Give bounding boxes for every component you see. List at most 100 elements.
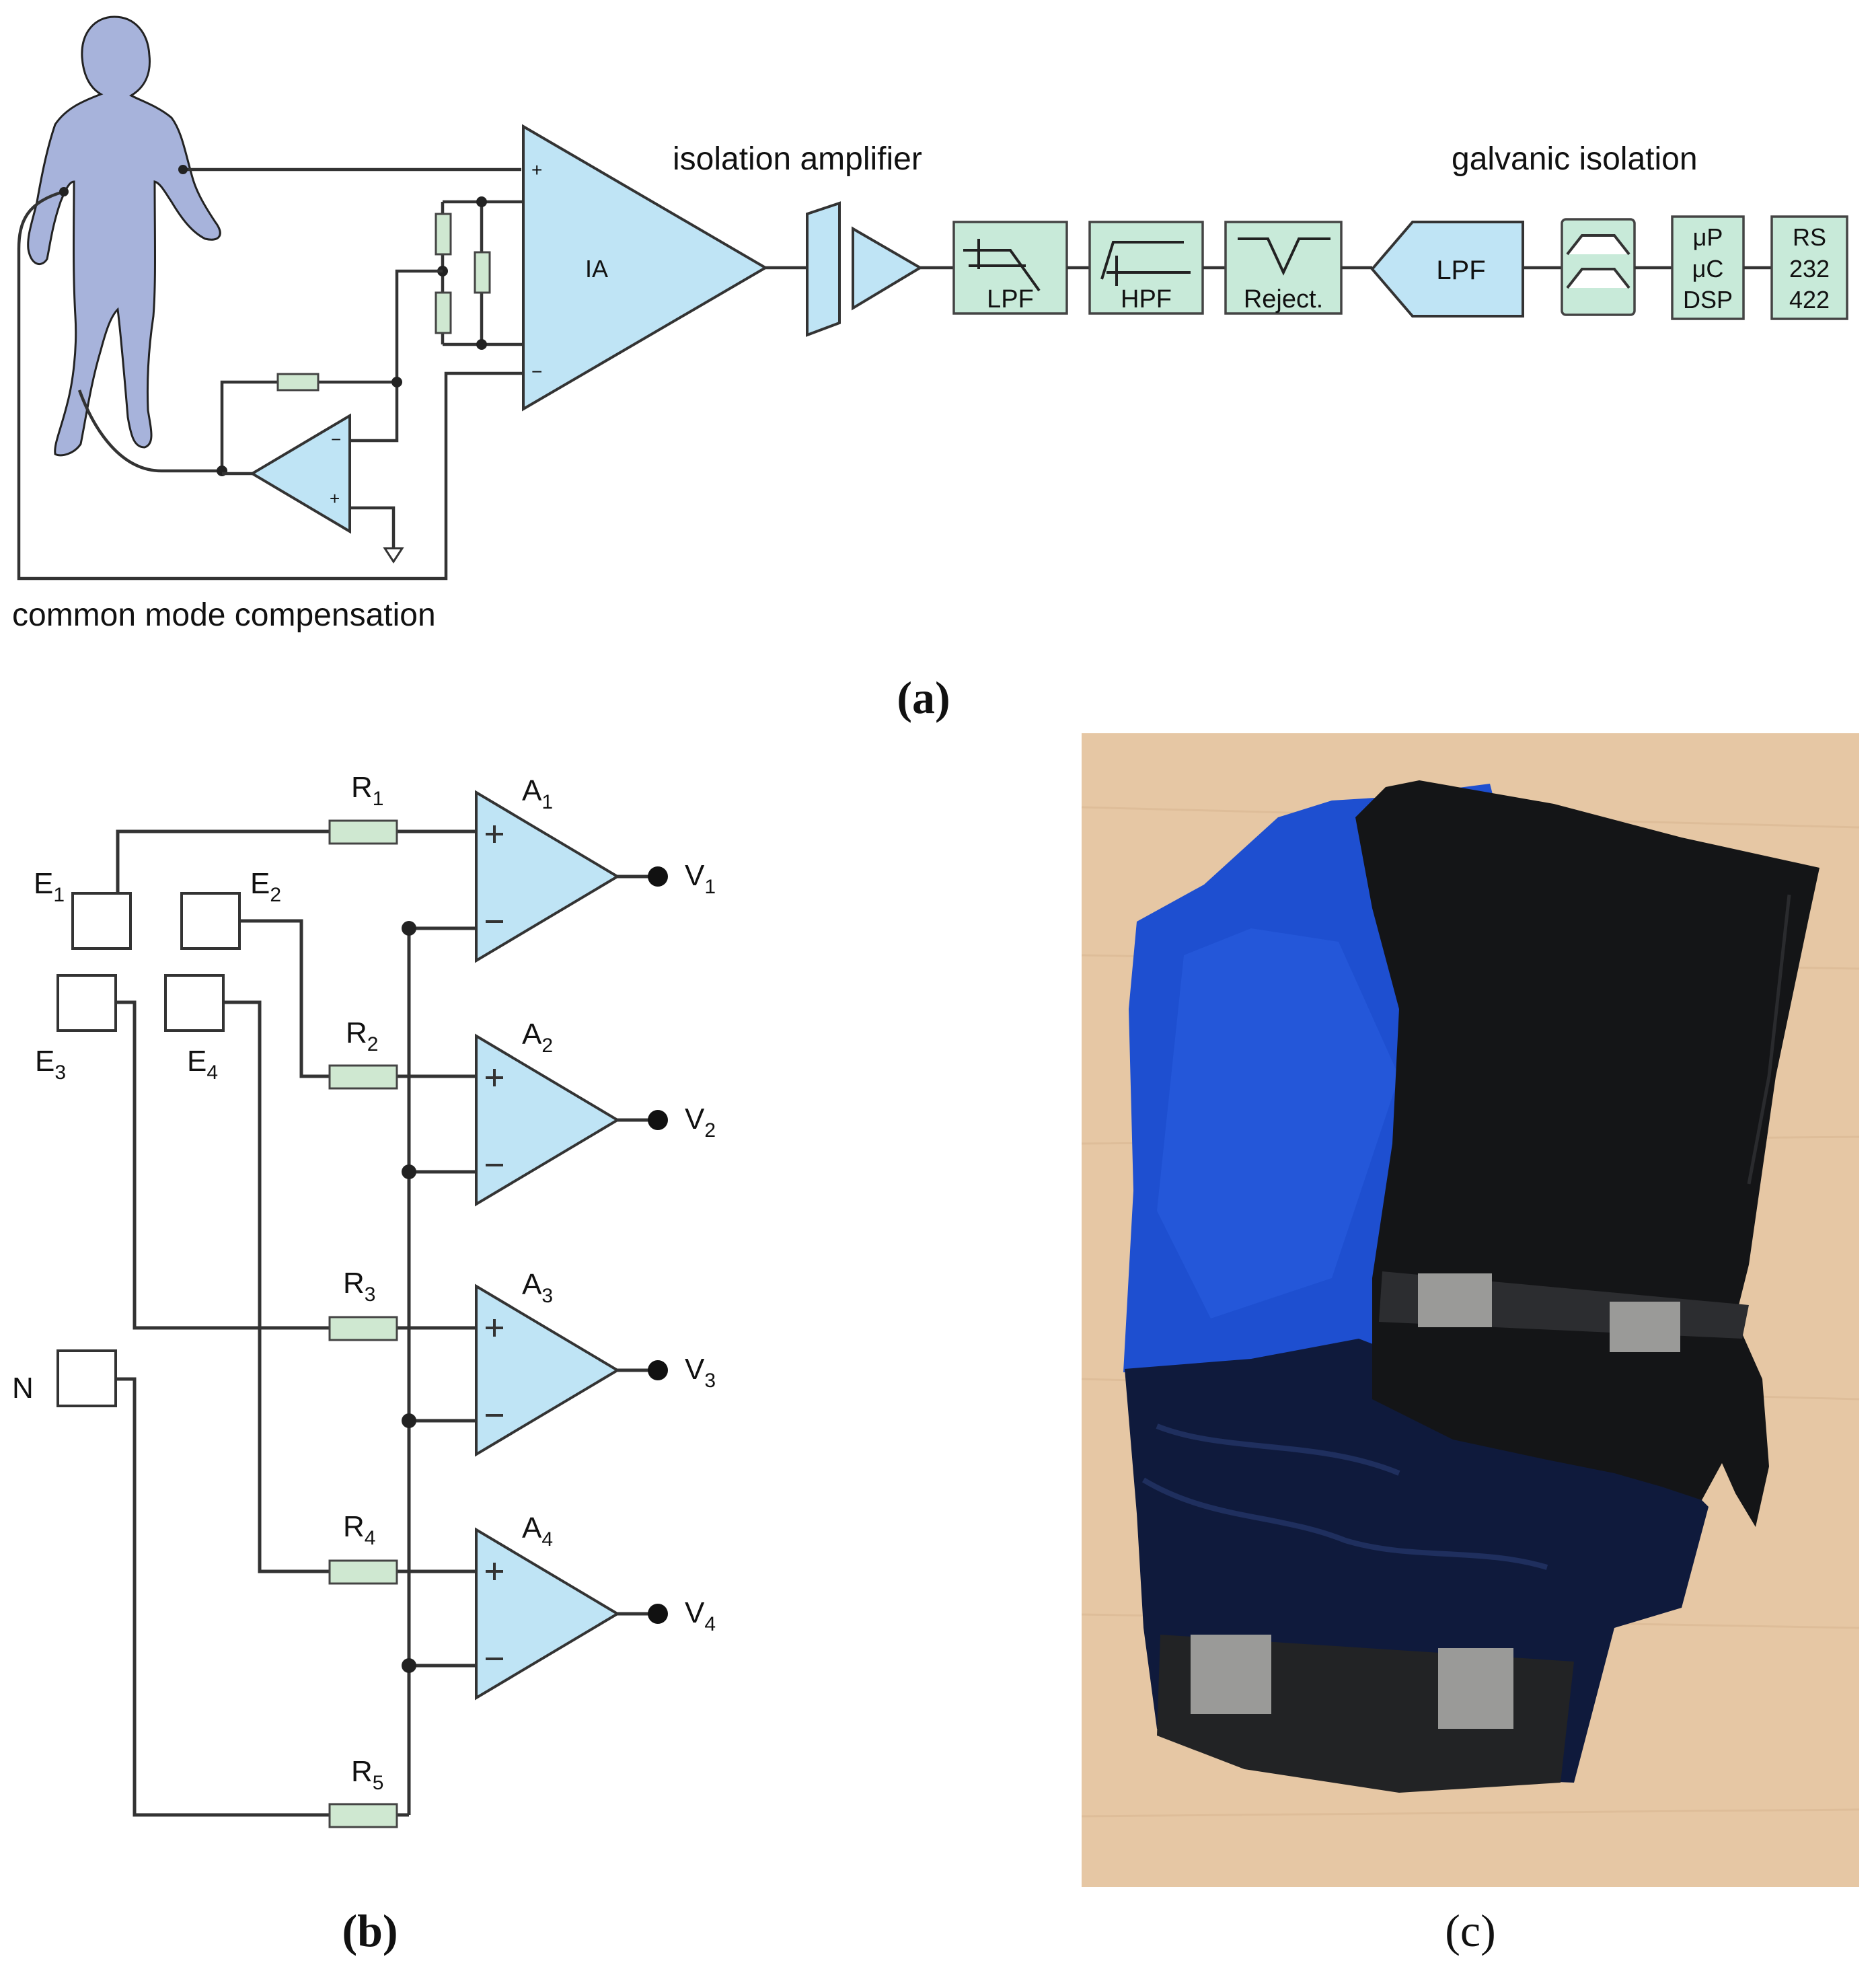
amplifier-a3 <box>475 1283 620 1457</box>
galvanic-isolation-label: galvanic isolation <box>1452 141 1698 177</box>
output-v3-label: V3 <box>685 1353 716 1392</box>
black-shirt-seam <box>1747 894 1791 1185</box>
e1-wire <box>116 829 476 893</box>
panel-c: (c) <box>1081 733 1860 1956</box>
lpf-label-1: LPF <box>987 285 1034 313</box>
common-mode-label: common mode compensation <box>12 597 436 633</box>
output-node-v3 <box>648 1360 668 1380</box>
isolation-amp-triangle <box>852 226 923 311</box>
electrode-e4-label: E4 <box>187 1045 218 1084</box>
panel-a: − + + − IA isolation amplifier LPF HPF R… <box>12 15 1848 723</box>
hpf-label: HPF <box>1121 285 1172 313</box>
feedback-resistor <box>276 373 320 392</box>
proc-label-1: μP <box>1693 223 1723 251</box>
optocoupler-block <box>1561 218 1636 316</box>
ia-plus-sign: + <box>531 159 542 180</box>
comp-amp-plus: + <box>330 488 340 509</box>
human-figure-icon <box>27 15 221 457</box>
resistor-r3 <box>328 1316 398 1341</box>
electrode-pad-top-right <box>1610 1302 1680 1352</box>
lpf-label-2: LPF <box>1436 256 1485 285</box>
proc-label-2: μC <box>1692 255 1724 283</box>
feedback-loop-wire <box>220 380 399 471</box>
electrode-e3 <box>57 974 117 1032</box>
bus-node-2 <box>402 1164 416 1179</box>
lpf-block-1 <box>952 221 1068 315</box>
resistor-r4 <box>328 1559 398 1585</box>
electrode-e1-label: E1 <box>34 867 65 906</box>
electrode-n-label: N <box>12 1372 34 1405</box>
reject-block <box>1224 221 1343 315</box>
output-v1-label: V1 <box>685 859 716 898</box>
resistor-r2-label: R2 <box>346 1016 378 1055</box>
feedback-node <box>391 377 402 387</box>
resistor-r2 <box>328 1064 398 1090</box>
amplifier-a4 <box>475 1527 620 1701</box>
electrode-n <box>57 1349 117 1407</box>
output-v4-label: V4 <box>685 1596 716 1635</box>
notch-response-icon <box>1238 237 1330 276</box>
compensation-op-amp <box>250 413 351 534</box>
ia-resistor-bottom-left <box>435 291 452 334</box>
electrode-e2 <box>180 892 241 950</box>
processor-block <box>1671 215 1745 320</box>
lpf-response-icon <box>963 239 1041 292</box>
ia-resistor-right <box>474 251 491 294</box>
rs-label-1: RS <box>1793 223 1826 251</box>
instrumentation-amplifier <box>522 124 768 412</box>
body-leg-electrode-wire <box>77 389 222 473</box>
resistor-r1-label: R1 <box>351 771 383 810</box>
output-node-v4 <box>648 1604 668 1624</box>
resistor-r5-label: R5 <box>351 1755 383 1794</box>
electrode-e1 <box>71 892 132 950</box>
isolation-barrier <box>806 201 841 337</box>
ia-bottom-node <box>476 339 487 350</box>
n-wire <box>116 1377 409 1817</box>
amplifier-a1-label: A1 <box>522 774 553 813</box>
rs-label-3: 422 <box>1789 286 1830 313</box>
resistor-r3-label: R3 <box>343 1267 375 1306</box>
output-node-v1 <box>648 866 668 887</box>
bus-node-3 <box>402 1413 416 1428</box>
hpf-response-icon <box>1100 241 1191 286</box>
ia-top-node <box>476 196 487 207</box>
electrode-pad-bottom-right <box>1438 1648 1513 1729</box>
body-right-electrode-dot <box>178 165 188 174</box>
reject-label: Reject. <box>1244 285 1323 313</box>
rs-label-2: 232 <box>1789 255 1830 283</box>
caption-a: (a) <box>897 672 950 723</box>
caption-c: (c) <box>1445 1905 1495 1956</box>
hpf-block <box>1088 221 1204 315</box>
amplifier-a3-label: A3 <box>522 1268 553 1307</box>
electrode-pad-bottom-left <box>1191 1635 1271 1714</box>
proc-label-3: DSP <box>1683 286 1733 313</box>
amplifier-a1 <box>475 790 620 963</box>
e2-wire <box>239 919 476 1078</box>
body-left-electrode-wire <box>17 190 523 581</box>
panel-b: E1 E2 E3 E4 N R1 R2 R3 R4 R5 <box>12 771 716 1956</box>
resistor-r1 <box>328 819 398 845</box>
op-amp-signs <box>486 825 503 1660</box>
amplifier-a4-label: A4 <box>522 1512 553 1551</box>
output-node-v2 <box>648 1110 668 1130</box>
resistor-r4-label: R4 <box>343 1510 375 1549</box>
mid-to-feedback-wire <box>395 269 443 382</box>
bus-node-4 <box>402 1658 416 1673</box>
ground-wire <box>350 506 396 548</box>
amplifier-a2 <box>475 1033 620 1207</box>
electrode-pad-top-left <box>1418 1273 1492 1327</box>
electrode-e2-label: E2 <box>250 867 281 906</box>
ground-icon <box>383 547 404 564</box>
black-shirt <box>1355 780 1819 1527</box>
electrode-e4 <box>164 974 225 1032</box>
bus-node-1 <box>402 921 416 936</box>
output-wires <box>617 874 658 1616</box>
caption-b: (b) <box>342 1905 398 1956</box>
navy-shorts-folds <box>1141 1423 1548 1570</box>
e3-wire <box>116 1000 476 1330</box>
body-left-electrode-dot <box>59 187 69 196</box>
ia-resistor-top-left <box>435 213 452 256</box>
resistor-r5 <box>328 1803 398 1828</box>
isolation-amplifier-label: isolation amplifier <box>673 141 922 177</box>
